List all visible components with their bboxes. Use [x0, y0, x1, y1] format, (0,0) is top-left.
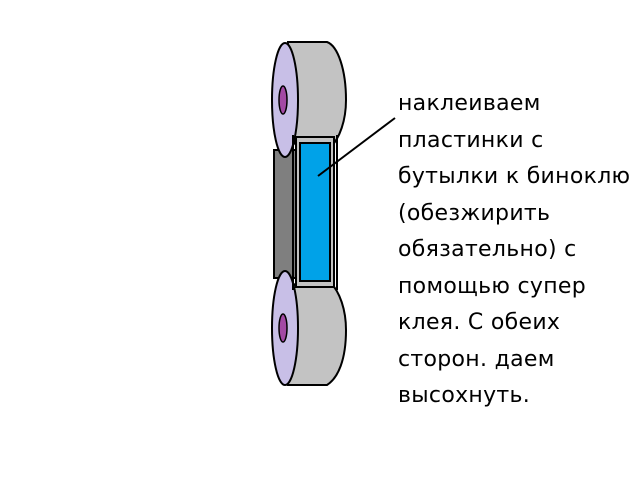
caption-line: высохнуть. — [398, 383, 531, 408]
caption-line: клея. С обеих — [398, 310, 561, 335]
bottom-eyepiece-hole-icon — [278, 313, 288, 343]
caption-line: наклеиваем — [398, 91, 541, 116]
caption-line: бутылки к биноклю — [398, 164, 631, 189]
caption-line: (обезжирить — [398, 200, 551, 226]
caption-line: помощью супер — [398, 273, 586, 299]
pointer-line-icon — [317, 117, 396, 177]
top-eyepiece-hole-icon — [278, 85, 288, 115]
caption-text: наклеиваем пластинки с бутылки к биноклю… — [398, 86, 638, 415]
caption-line: обязательно) с — [398, 237, 577, 262]
plastic-plate-icon — [299, 142, 331, 282]
caption-line: пластинки с — [398, 127, 544, 153]
caption-line: сторон. даем — [398, 346, 555, 372]
